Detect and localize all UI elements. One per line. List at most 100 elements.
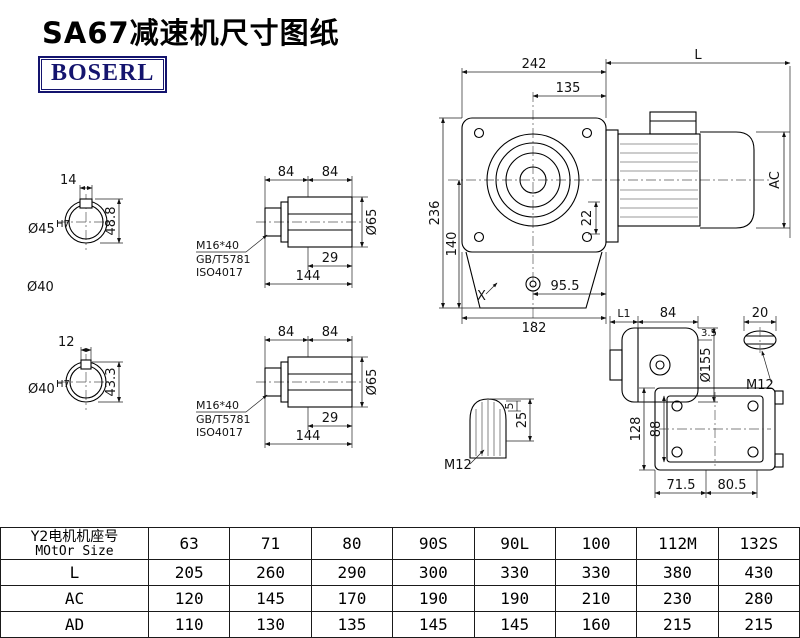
dim-center-bottom: 140 — [445, 232, 460, 257]
row-label: AC — [0, 585, 149, 612]
bolt-hole — [473, 231, 485, 243]
dim-shaft-height: 48.8 — [104, 207, 119, 236]
drain-plug — [525, 276, 541, 292]
callout-std2: ISO4017 — [196, 266, 243, 279]
gearbox-housing — [461, 117, 607, 253]
header-line-en: MOtOr Size — [35, 543, 114, 559]
row-label: L — [0, 559, 149, 586]
bolt-hole — [581, 127, 593, 139]
dim-keyway-width: 12 — [58, 335, 75, 350]
dim-total-len: 144 — [296, 429, 321, 444]
table-cell: 170 — [310, 585, 394, 612]
table-cell: 280 — [717, 585, 800, 612]
logo-text: BOSERL — [51, 60, 155, 86]
table-cell: 205 — [147, 559, 231, 586]
table-cell: 190 — [392, 585, 475, 612]
table-header-row: Y2电机机座号 MOtOr Size 63 71 80 90S 90L 100 … — [0, 527, 800, 560]
table-cell: 160 — [554, 611, 638, 638]
shaft-body — [287, 356, 353, 408]
dim-width: 84 — [660, 306, 677, 321]
dim-step: 3.5 — [701, 328, 717, 339]
table-cell: 330 — [473, 559, 556, 586]
table-cell: 260 — [229, 559, 312, 586]
label-x-mark: X — [477, 289, 486, 304]
dim-bore-tol: H7 — [56, 379, 70, 390]
mount-tab — [774, 390, 784, 405]
boserl-logo: BOSERL — [38, 56, 168, 93]
dim-pitch-b: 80.5 — [718, 478, 747, 493]
dim-base: 182 — [522, 321, 547, 336]
label-thread: M12 — [746, 378, 774, 393]
input-hub — [609, 349, 623, 381]
table-cell: 135 — [310, 611, 394, 638]
worm-housing-circle — [486, 133, 580, 227]
dim-key: 20 — [752, 306, 769, 321]
bolt-hole — [581, 231, 593, 243]
page-title: SA67减速机尺寸图纸 — [42, 16, 340, 50]
keyway-slot — [79, 198, 93, 209]
table-cell: 210 — [554, 585, 638, 612]
view-flange: 128 88 71.5 80.5 — [629, 387, 784, 498]
frame-size-col: 80 — [310, 527, 394, 560]
bolt-hole — [671, 400, 683, 412]
technical-drawing: 14 Ø45 H7 48.8 Ø40 12 Ø40 H7 43.3 — [27, 48, 791, 498]
dim-dia: Ø65 — [365, 209, 380, 236]
dim-total-len: 144 — [296, 269, 321, 284]
frame-size-col: 71 — [229, 527, 312, 560]
table-cell: 330 — [554, 559, 638, 586]
terminal-box — [649, 111, 697, 135]
dim-bore-dia: Ø45 — [28, 222, 55, 237]
dim-bore-tol: H7 — [56, 219, 70, 230]
view-hollow-shaft-2: 84 84 Ø65 29 144 M16*40 GB/T5781 ISO4017 — [196, 325, 380, 448]
callout-std1: GB/T5781 — [196, 253, 251, 266]
bolt-hole — [747, 400, 759, 412]
label-thread: M12 — [444, 458, 472, 473]
dim-keyway-width: 14 — [60, 173, 77, 188]
dim-motor-dia: AC — [768, 171, 783, 189]
dim-height: 236 — [428, 201, 443, 226]
frame-size-col: 90L — [473, 527, 556, 560]
callout-std1: GB/T5781 — [196, 413, 251, 426]
table-row-AD: AD 110 130 135 145 145 160 215 215 — [0, 611, 800, 638]
dim-bore-len: 29 — [322, 251, 339, 266]
table-cell: 145 — [229, 585, 312, 612]
bolt-hole — [473, 127, 485, 139]
dim-len-a: 84 — [278, 165, 295, 180]
dim-bore-len: 29 — [322, 411, 339, 426]
frame-size-col: 63 — [147, 527, 231, 560]
dim-height: 128 — [629, 417, 644, 442]
frame-size-col: 100 — [554, 527, 638, 560]
callout-bolt: M16*40 — [196, 399, 239, 412]
view-hollow-shaft-1: 84 84 Ø65 29 144 M16*40 GB/T5781 ISO4017 — [196, 165, 380, 288]
table-row-AC: AC 120 145 170 190 190 210 230 280 — [0, 585, 800, 612]
table-cell: 130 — [229, 611, 312, 638]
fan-cover — [700, 131, 755, 229]
bolt-hole — [747, 446, 759, 458]
callout-bolt: M16*40 — [196, 239, 239, 252]
view-shaft-detail: 5 25 M12 — [444, 398, 534, 473]
dim-motor-length: L — [694, 48, 702, 63]
frame-size-col: 90S — [392, 527, 475, 560]
dim-key-len: 25 — [515, 412, 530, 429]
motor-size-header: Y2电机机座号 MOtOr Size — [0, 527, 149, 560]
table-cell: 190 — [473, 585, 556, 612]
dim-dia: Ø155 — [699, 347, 714, 382]
table-cell: 215 — [717, 611, 800, 638]
table-row-L: L 205 260 290 300 330 330 380 430 — [0, 559, 800, 586]
label-bore-dia: Ø40 — [27, 280, 54, 295]
dim-l1: L1 — [617, 307, 630, 320]
table-cell: 430 — [717, 559, 800, 586]
shaft-dome — [469, 398, 507, 459]
side-housing — [621, 327, 699, 403]
flange-outer — [654, 387, 776, 471]
view-main: 242 L 135 236 140 22 95.5 182 X — [428, 48, 791, 336]
table-cell: 120 — [147, 585, 231, 612]
dim-center-right: 135 — [556, 81, 581, 96]
dim-key-depth: 5 — [503, 403, 516, 410]
dim-len-b: 84 — [322, 165, 339, 180]
dim-offset: 22 — [580, 210, 595, 227]
view-shaft-end-2: 12 Ø40 H7 43.3 — [28, 335, 123, 410]
row-label: AD — [0, 611, 149, 638]
table-cell: 380 — [636, 559, 719, 586]
table-cell: 145 — [392, 611, 475, 638]
